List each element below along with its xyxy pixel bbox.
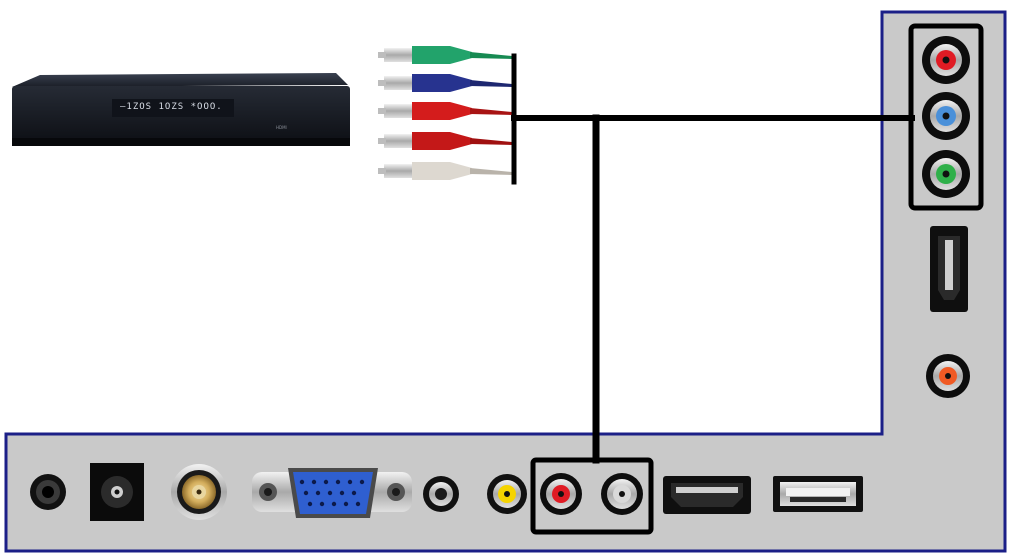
rca-plug-blue <box>378 74 512 92</box>
component-jack-blue[interactable] <box>922 92 970 140</box>
connection-lines <box>514 56 912 460</box>
component-jack-green[interactable] <box>922 150 970 198</box>
antenna-port[interactable] <box>171 464 227 520</box>
rca-plug-green <box>378 46 512 64</box>
power-jack[interactable] <box>90 463 144 521</box>
audio-jack-white[interactable] <box>601 473 643 515</box>
hdmi-port-side[interactable] <box>930 226 968 312</box>
hdmi-port-bottom[interactable] <box>663 476 751 514</box>
box-brand-text: HDMI <box>276 125 287 130</box>
component-jack-red[interactable] <box>922 36 970 84</box>
rca-plug-white-audio <box>378 162 512 180</box>
video-jack-yellow[interactable] <box>487 474 527 514</box>
rca-plug-red-audio <box>378 132 512 150</box>
headphone-jack[interactable] <box>30 474 66 510</box>
pc-audio-jack[interactable] <box>423 476 459 512</box>
vga-port[interactable] <box>252 468 412 518</box>
audio-jack-red[interactable] <box>540 473 582 515</box>
rca-plug-red-video <box>378 102 512 120</box>
box-display-text: —1ZOS 1OZS *OOO. <box>120 102 223 112</box>
digital-audio-jack[interactable] <box>926 354 970 398</box>
usb-port[interactable] <box>773 476 863 512</box>
component-cable <box>378 46 512 180</box>
